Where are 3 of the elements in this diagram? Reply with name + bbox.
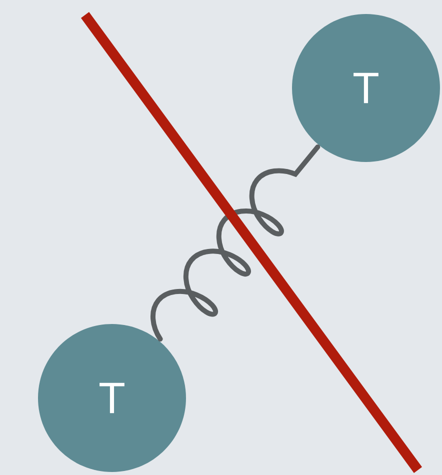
circle-node: T <box>38 324 186 472</box>
circle-node: T <box>292 14 440 162</box>
coil-spring <box>150 144 320 342</box>
